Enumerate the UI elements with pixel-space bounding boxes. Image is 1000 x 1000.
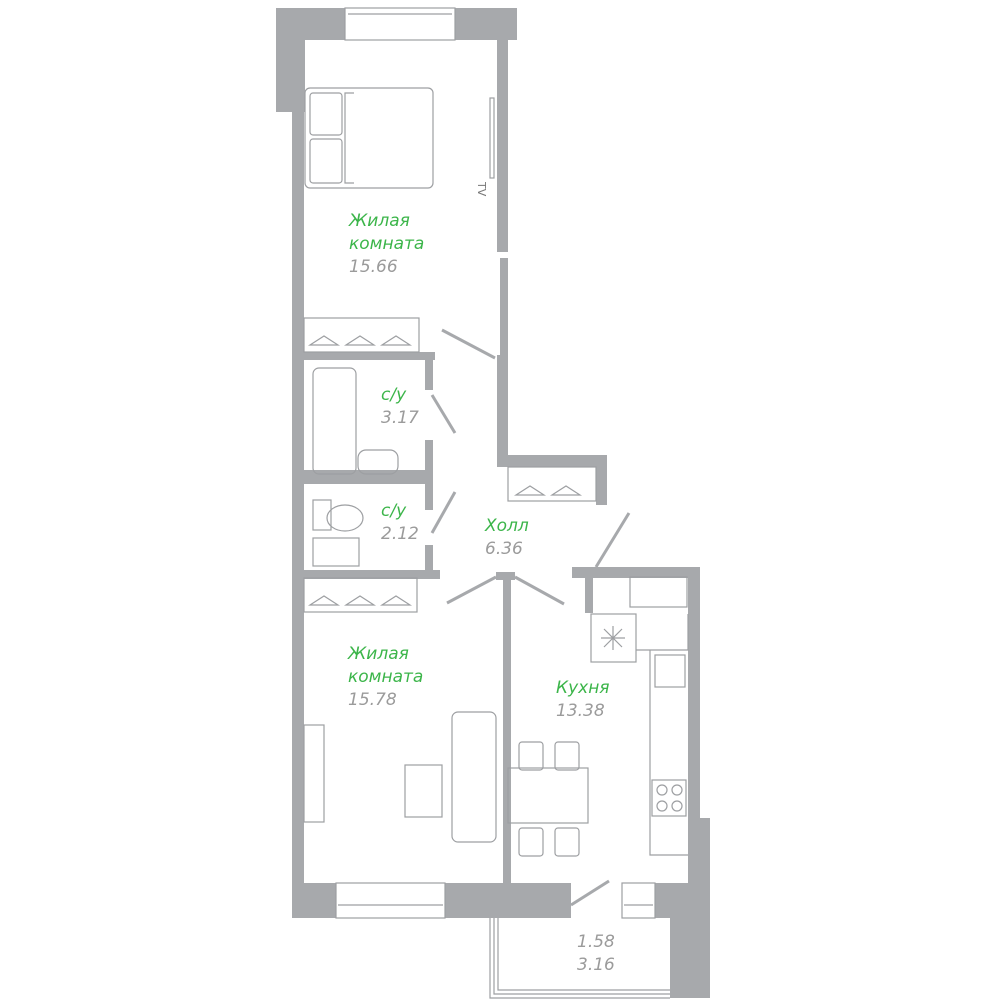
sofa-icon	[451, 711, 497, 843]
kitchen-sink-icon	[654, 654, 686, 688]
walls	[276, 8, 710, 998]
doors	[430, 328, 631, 907]
coffee-table-icon	[404, 764, 443, 818]
room-name: с/у	[381, 385, 407, 405]
closet-icon	[507, 466, 597, 502]
windows	[335, 7, 656, 919]
room-area: 13.38	[556, 701, 605, 721]
wardrobe-icon	[303, 317, 420, 353]
balcony-area-full: 3.16	[577, 955, 615, 975]
room-area: 2.12	[381, 524, 419, 544]
room-area: 15.78	[348, 690, 397, 710]
room-label-kitchen: Кухня 13.38	[556, 677, 610, 723]
wardrobe-icon	[303, 577, 418, 613]
room-label-bedroom-2: Жилая комната 15.78	[348, 643, 423, 712]
room-label-balcony: 1.58 3.16	[577, 931, 615, 977]
balcony-outline	[489, 918, 670, 999]
balcony-area: 1.58	[577, 932, 615, 952]
room-label-bedroom-1: Жилая комната 15.66	[349, 210, 424, 279]
dining-table-icon	[507, 767, 589, 824]
tv-stand-icon	[303, 724, 325, 823]
room-label-bathroom: с/у 3.17	[381, 384, 419, 430]
microwave-icon	[629, 576, 688, 608]
room-name: Холл	[485, 516, 529, 536]
bed-icon	[304, 87, 434, 189]
furniture	[303, 87, 689, 857]
room-name: Жилая	[348, 644, 409, 664]
room-area: 15.66	[349, 257, 398, 277]
room-label-wc: с/у 2.12	[381, 500, 419, 546]
room-name: Кухня	[556, 678, 610, 698]
stove-icon	[651, 779, 687, 817]
room-name: комната	[349, 234, 425, 254]
room-label-hall: Холл 6.36	[485, 515, 529, 561]
room-area: 6.36	[485, 539, 523, 559]
room-name: с/у	[381, 501, 407, 521]
fridge-icon	[590, 613, 637, 663]
tv-label: TV	[475, 181, 488, 197]
room-area: 3.17	[381, 408, 419, 428]
tv-icon	[489, 97, 495, 179]
room-name: Жилая	[349, 211, 410, 231]
bathtub-icon	[312, 367, 357, 475]
sink-icon	[357, 449, 399, 475]
washer-icon	[312, 537, 360, 567]
room-name: комната	[348, 667, 424, 687]
toilet-icon	[326, 504, 364, 532]
